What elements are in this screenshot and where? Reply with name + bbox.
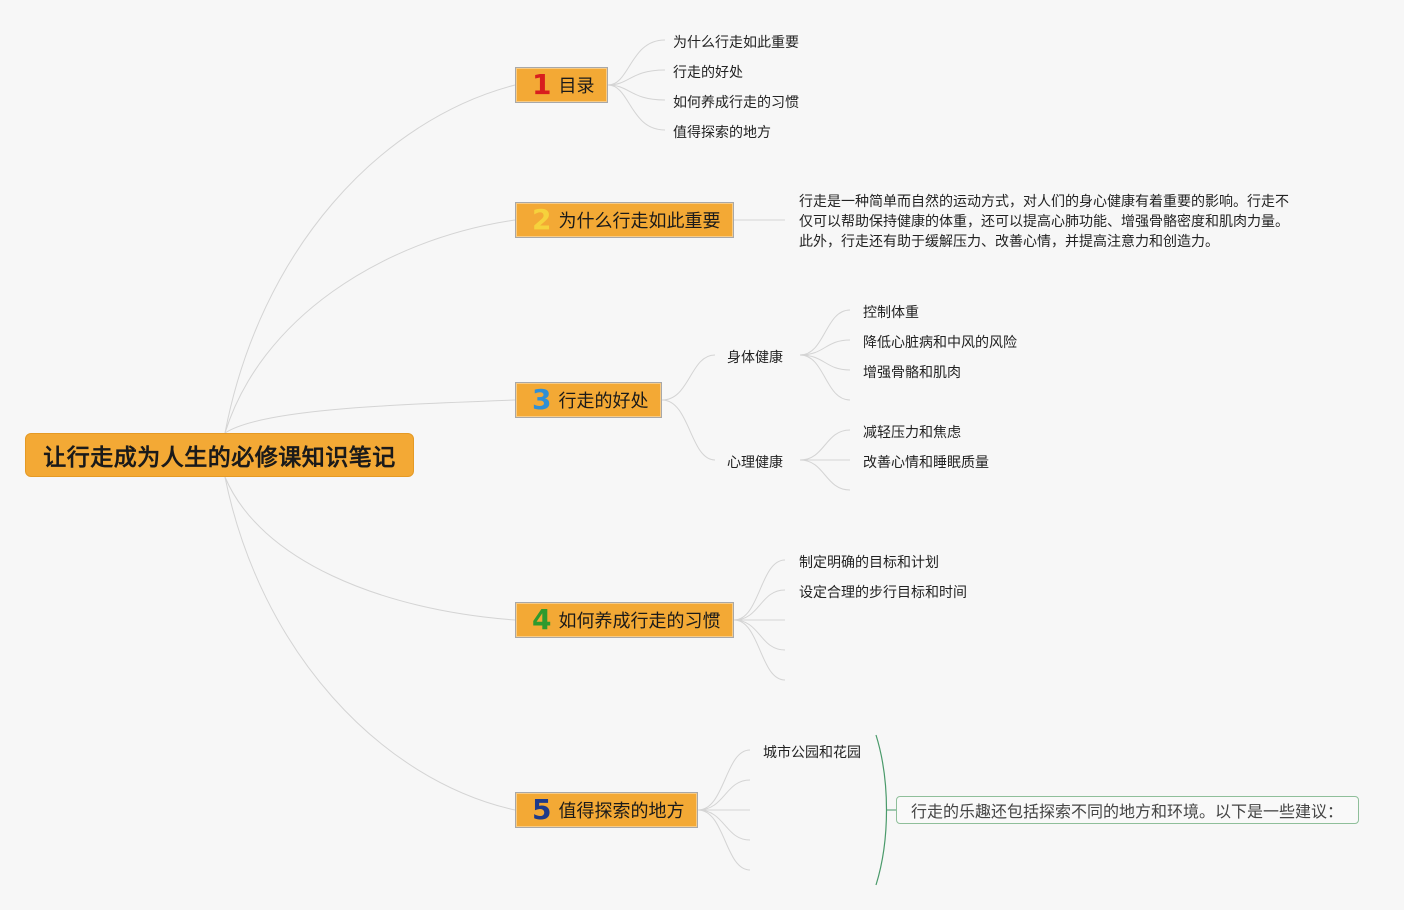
topic-paragraph[interactable]: 行走是一种简单而自然的运动方式，对人们的身心健康有着重要的影响。行走不仅可以帮助…: [799, 194, 1289, 250]
topic-number: 3: [532, 383, 552, 416]
subtopic[interactable]: 制定明确的目标和计划: [799, 555, 939, 571]
topic-5[interactable]: 5 值得探索的地方: [515, 792, 698, 828]
subtopic[interactable]: 改善心情和睡眠质量: [863, 455, 989, 471]
topic-label: 如何养成行走的习惯: [558, 611, 721, 632]
subtopic[interactable]: 城市公园和花园: [763, 745, 861, 761]
group-mental-health[interactable]: 心理健康: [727, 455, 783, 471]
subtopic[interactable]: 设定合理的步行目标和时间: [799, 585, 967, 601]
topic-number: 5: [532, 793, 552, 826]
root-title: 让行走成为人生的必修课知识笔记: [43, 445, 396, 471]
subtopic[interactable]: 如何养成行走的习惯: [673, 95, 799, 111]
topic-number: 1: [532, 68, 552, 101]
subtopic[interactable]: 值得探索的地方: [673, 125, 771, 141]
topic-number: 2: [532, 203, 552, 236]
topic-4[interactable]: 4 如何养成行走的习惯: [515, 602, 734, 638]
subtopic[interactable]: 降低心脏病和中风的风险: [863, 335, 1017, 351]
topic-1[interactable]: 1 目录: [515, 67, 608, 103]
subtopic[interactable]: 控制体重: [863, 305, 919, 321]
subtopic[interactable]: 为什么行走如此重要: [673, 35, 799, 51]
topic-label: 值得探索的地方: [558, 801, 685, 822]
summary-note-text: 行走的乐趣还包括探索不同的地方和环境。以下是一些建议：: [911, 802, 1344, 821]
subtopic[interactable]: 减轻压力和焦虑: [863, 425, 961, 441]
subtopic[interactable]: 增强骨骼和肌肉: [863, 365, 961, 381]
root-topic[interactable]: 让行走成为人生的必修课知识笔记: [25, 433, 414, 477]
topic-number: 4: [532, 603, 552, 636]
topic-3[interactable]: 3 行走的好处: [515, 382, 662, 418]
subtopic[interactable]: 行走的好处: [673, 65, 743, 81]
topic-label: 目录: [558, 76, 595, 97]
topic-label: 为什么行走如此重要: [558, 211, 721, 232]
topic-2[interactable]: 2 为什么行走如此重要: [515, 202, 734, 238]
topic-label: 行走的好处: [558, 391, 649, 412]
summary-note[interactable]: 行走的乐趣还包括探索不同的地方和环境。以下是一些建议：: [896, 796, 1359, 824]
group-physical-health[interactable]: 身体健康: [727, 350, 783, 366]
